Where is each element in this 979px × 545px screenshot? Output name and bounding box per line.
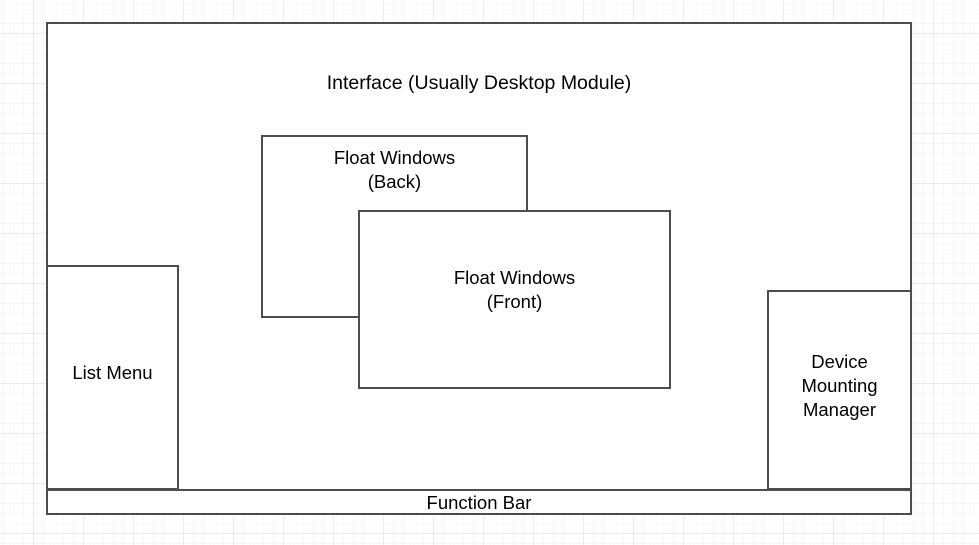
list-menu-box[interactable]: List Menu — [46, 265, 179, 490]
float-window-back-label: Float Windows (Back) — [333, 147, 456, 193]
float-window-front-label: Float Windows (Front) — [453, 267, 576, 313]
interface-title-label: Interface (Usually Desktop Module) — [326, 72, 632, 94]
function-bar-box[interactable]: Function Bar — [46, 489, 912, 515]
device-mounting-manager-box[interactable]: Device Mounting Manager — [767, 290, 912, 490]
float-window-front-box[interactable]: Float Windows (Front) — [358, 210, 671, 389]
function-bar-label: Function Bar — [426, 492, 532, 513]
device-mounting-manager-label: Device Mounting Manager — [801, 351, 878, 421]
list-menu-label: List Menu — [72, 362, 153, 383]
